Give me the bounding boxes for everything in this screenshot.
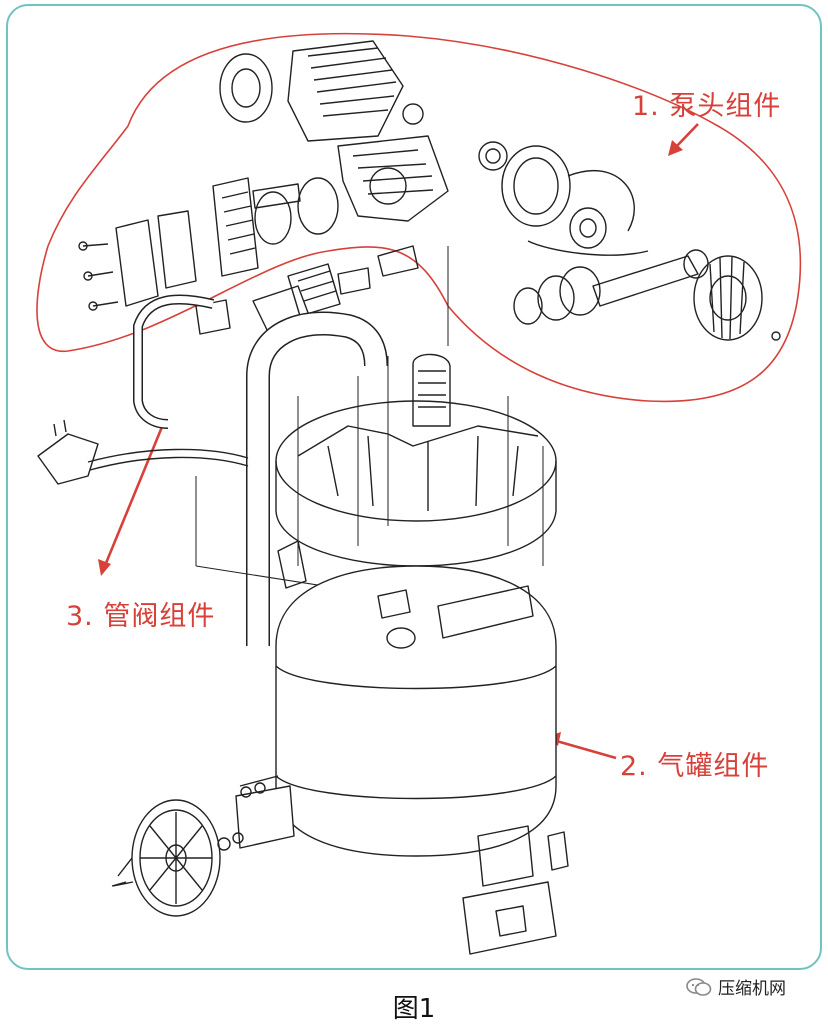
wheel [111, 799, 244, 917]
motor-shroud [275, 353, 557, 567]
wechat-icon [686, 977, 712, 996]
figure-frame: 1. 泵头组件 2. 气罐组件 3. 管阀组件 [6, 4, 822, 970]
crank-assembly [478, 141, 781, 341]
callout-pump-head: 1. 泵头组件 [632, 91, 782, 122]
pump-head-outline [36, 32, 802, 403]
watermark: 压缩机网 [686, 974, 786, 999]
assembly-lines [195, 246, 544, 597]
tank-foot [235, 775, 569, 955]
callout-arrows [98, 123, 699, 760]
callout-tank: 2. 气罐组件 [620, 751, 770, 782]
exploded-view-diagram [36, 32, 802, 955]
discharge-pipe [133, 294, 215, 429]
pump-cylinder [219, 40, 449, 222]
watermark-text: 压缩机网 [718, 979, 786, 999]
figure-caption: 图1 [392, 994, 436, 1024]
valve-plates [78, 177, 339, 311]
air-tank [275, 540, 557, 857]
callout-pipe-valve: 3. 管阀组件 [66, 601, 216, 632]
power-cord [37, 419, 249, 485]
